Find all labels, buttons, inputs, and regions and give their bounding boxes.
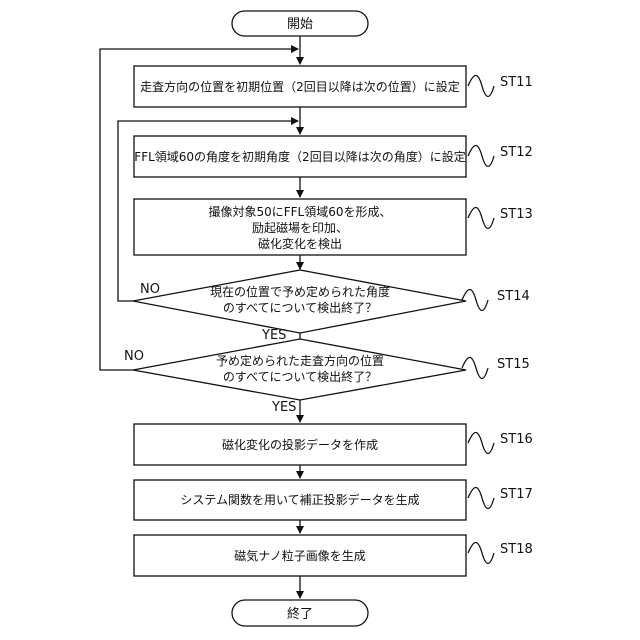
- step-callouts: ST11 ST12 ST13 ST14 ST15 ST16 ST17 ST18: [462, 75, 533, 564]
- step-st11-text: 走査方向の位置を初期位置（2回目以降は次の位置）に設定: [140, 79, 460, 94]
- step-id-st13: ST13: [500, 207, 533, 222]
- squiggle-st11: [468, 76, 494, 97]
- step-id-st11: ST11: [500, 75, 533, 90]
- step-st17-text: システム関数を用いて補正投影データを生成: [180, 492, 419, 507]
- step-st16-text: 磁化変化の投影データを作成: [222, 437, 378, 452]
- squiggle-st16: [468, 433, 494, 454]
- step-st18-text: 磁気ナノ粒子画像を生成: [234, 548, 365, 563]
- step-id-st17: ST17: [500, 487, 533, 502]
- decision-st15-line1: 予め定められた走査方向の位置: [216, 353, 384, 368]
- step-id-st14: ST14: [497, 289, 530, 304]
- decision-st15-yes: YES: [271, 400, 296, 415]
- squiggle-st14: [462, 290, 488, 311]
- step-st13-line2: 励起磁場を印加、: [252, 220, 348, 235]
- step-id-st18: ST18: [500, 542, 533, 557]
- step-st12-text: FFL領域60の角度を初期角度（2回目以降は次の角度）に設定: [134, 149, 465, 164]
- decision-st14-yes: YES: [261, 328, 286, 343]
- decision-st15-line2: のすべてについて検出終了？: [223, 369, 377, 384]
- squiggle-st12: [468, 146, 494, 167]
- decision-st14-no: NO: [140, 282, 160, 297]
- end-label: 終了: [287, 606, 313, 622]
- decision-st14-line2: のすべてについて検出終了？: [223, 300, 377, 315]
- squiggle-st17: [468, 488, 494, 509]
- squiggle-st18: [468, 543, 494, 564]
- decision-st15-no: NO: [124, 349, 144, 364]
- step-id-st16: ST16: [500, 432, 533, 447]
- start-label: 開始: [287, 17, 313, 32]
- decision-st14-line1: 現在の位置で予め定められた角度: [210, 284, 390, 299]
- step-id-st12: ST12: [500, 145, 533, 160]
- step-st13-line3: 磁化変化を検出: [258, 236, 342, 251]
- step-id-st15: ST15: [497, 357, 530, 372]
- squiggle-st13: [468, 208, 494, 229]
- step-st13-line1: 撮像対象50にFFL領域60を形成、: [208, 204, 391, 219]
- squiggle-st15: [462, 358, 488, 379]
